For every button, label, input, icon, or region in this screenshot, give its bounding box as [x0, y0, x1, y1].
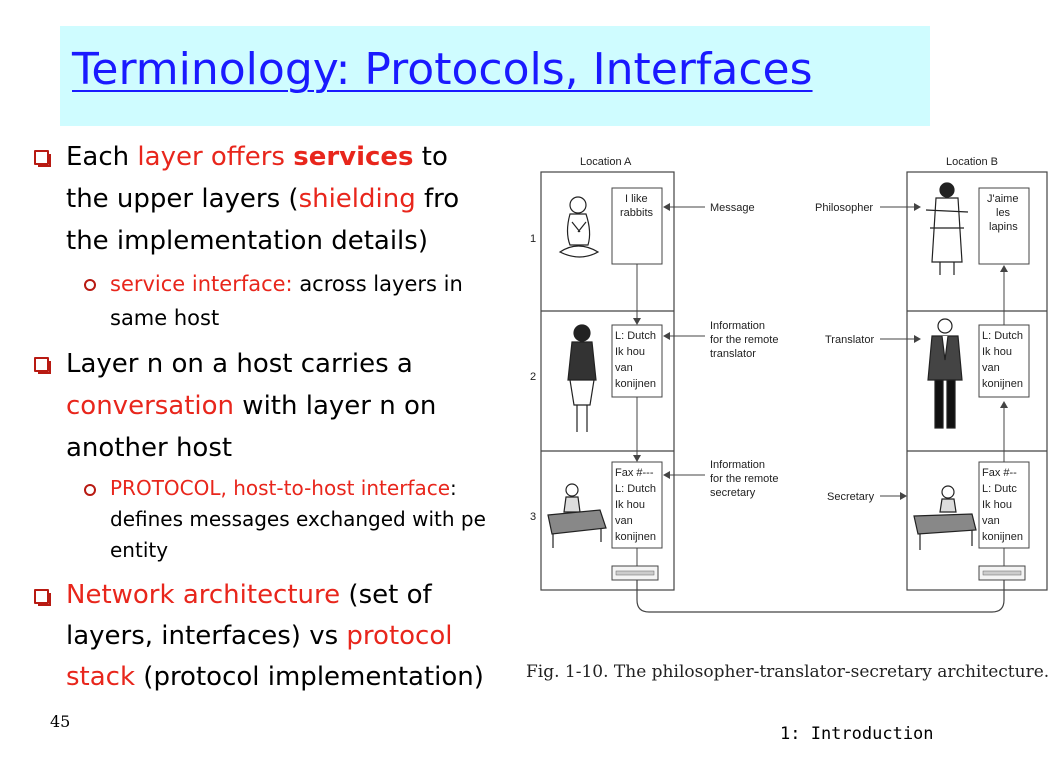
fax-a-line3: Ik hou — [615, 499, 645, 511]
bullet-1-line3: the implementation details) — [66, 226, 428, 256]
bullet-1-line2-tail: fro — [415, 184, 460, 214]
bullet-square-icon — [34, 589, 51, 606]
bullet-2-line3: another host — [66, 433, 233, 463]
info-trans-line3: translator — [710, 348, 756, 360]
bullet-3-line2: layers, interfaces) vs protocol — [66, 615, 452, 657]
trans-b-line4: konijnen — [982, 378, 1023, 390]
message-label: Message — [710, 202, 755, 214]
translator-b-illustration — [927, 318, 963, 429]
bullet-1-text-d: to — [413, 142, 448, 172]
page-number: 45 — [50, 712, 71, 731]
bullet-square-icon — [34, 150, 51, 167]
sub-bullet-2-text: : — [450, 476, 457, 500]
sub-bullet-2-line3: entity — [110, 538, 169, 562]
bullet-3-text: (set of — [340, 580, 432, 610]
fax-b-line3: Ik hou — [982, 499, 1012, 511]
msg-b-line1: J'aime — [987, 193, 1018, 205]
secretary-b-illustration — [913, 485, 977, 550]
trans-a-line3: van — [615, 362, 633, 374]
philosopher-b-illustration — [925, 182, 969, 275]
info-sec-line2: for the remote — [710, 473, 778, 485]
figure-caption: Fig. 1-10. The philosopher-translator-se… — [526, 662, 1049, 682]
trans-b-line1: L: Dutch — [982, 330, 1023, 342]
fax-b-line1: Fax #-- — [982, 467, 1017, 479]
translator-a-illustration — [567, 324, 597, 432]
bullet-2-line2-text: with layer n on — [234, 391, 437, 421]
sub-bullet-2-line2: defines messages exchanged with pe — [110, 507, 486, 531]
bullet-3-line2-red: protocol — [346, 621, 453, 651]
info-sec-line1: Information — [710, 459, 765, 471]
sub-bullet-1-text: across layers in — [292, 272, 463, 296]
trans-b-line3: van — [982, 362, 1000, 374]
msg-a-line1: I like — [625, 193, 648, 205]
sub-bullet-2-red: PROTOCOL, host-to-host interface — [110, 476, 451, 500]
info-sec-line3: secretary — [710, 487, 756, 499]
secretary-a-illustration — [547, 483, 607, 548]
bullet-1-text-a: Each — [66, 142, 138, 172]
bullet-1-line2-a: the upper layers ( — [66, 184, 299, 214]
trans-b-line2: Ik hou — [982, 346, 1012, 358]
bullet-1-line2: the upper layers (shielding fro — [66, 178, 459, 220]
fax-a-line5: konijnen — [615, 531, 656, 543]
bullet-2-red: conversation — [66, 391, 235, 421]
bullet-3-line1: Network architecture (set of — [66, 574, 432, 616]
fax-a-line1: Fax #--- — [615, 467, 654, 479]
trans-a-line4: konijnen — [615, 378, 656, 390]
bullet-1-text-b: layer offers — [137, 142, 294, 172]
location-a-label: Location A — [580, 156, 632, 168]
footer-chapter: 1: Introduction — [780, 724, 934, 744]
bullet-3-line3-red: stack — [66, 662, 136, 692]
layer-num-1: 1 — [530, 233, 536, 245]
role-secretary: Secretary — [827, 491, 875, 503]
bullet-1-line2-red: shielding — [298, 184, 416, 214]
bullet-1-line1: Each layer offers services to — [66, 136, 448, 178]
layer-num-2: 2 — [530, 371, 536, 383]
fax-a-line2: L: Dutch — [615, 483, 656, 495]
bullet-3-line2-text: layers, interfaces) vs — [66, 621, 347, 651]
sub-bullet-1-line2: same host — [110, 306, 220, 330]
fax-b-line4: van — [982, 515, 1000, 527]
role-philosopher: Philosopher — [815, 202, 873, 214]
philosopher-figure: Location A Location B 1 2 3 I like rabbi… — [530, 156, 1048, 613]
trans-a-line2: Ik hou — [615, 346, 645, 358]
sub-bullet-circle-icon — [84, 484, 96, 496]
bullet-1-text-c: services — [293, 142, 414, 172]
msg-b-line3: lapins — [989, 221, 1018, 233]
sub-bullet-2-line1: PROTOCOL, host-to-host interface: — [110, 472, 457, 504]
title-bar — [60, 26, 930, 126]
fax-a-line4: van — [615, 515, 633, 527]
sub-bullet-1-red: service interface: — [110, 272, 293, 296]
bullet-3-line3: stack (protocol implementation) — [66, 656, 484, 698]
msg-a-line2: rabbits — [620, 207, 654, 219]
bullet-square-icon — [34, 357, 51, 374]
location-b-label: Location B — [946, 156, 998, 168]
layer-num-3: 3 — [530, 511, 536, 523]
info-trans-line1: Information — [710, 320, 765, 332]
bullet-3-red: Network architecture — [66, 580, 341, 610]
philosopher-a-illustration — [558, 196, 600, 258]
trans-a-line1: L: Dutch — [615, 330, 656, 342]
bullet-2-line1: Layer n on a host carries a — [66, 349, 413, 379]
fax-b-line5: konijnen — [982, 531, 1023, 543]
sub-bullet-1-line1: service interface: across layers in — [110, 268, 463, 300]
fax-b-line2: L: Dutc — [982, 483, 1017, 495]
info-trans-line2: for the remote — [710, 334, 778, 346]
msg-b-line2: les — [996, 207, 1011, 219]
role-translator: Translator — [825, 334, 874, 346]
sub-bullet-circle-icon — [84, 279, 96, 291]
bullet-2-line2: conversation with layer n on — [66, 385, 436, 427]
bullet-3-line3-text: (protocol implementation) — [135, 662, 484, 692]
slide-title: Terminology: Protocols, Interfaces — [72, 44, 813, 95]
